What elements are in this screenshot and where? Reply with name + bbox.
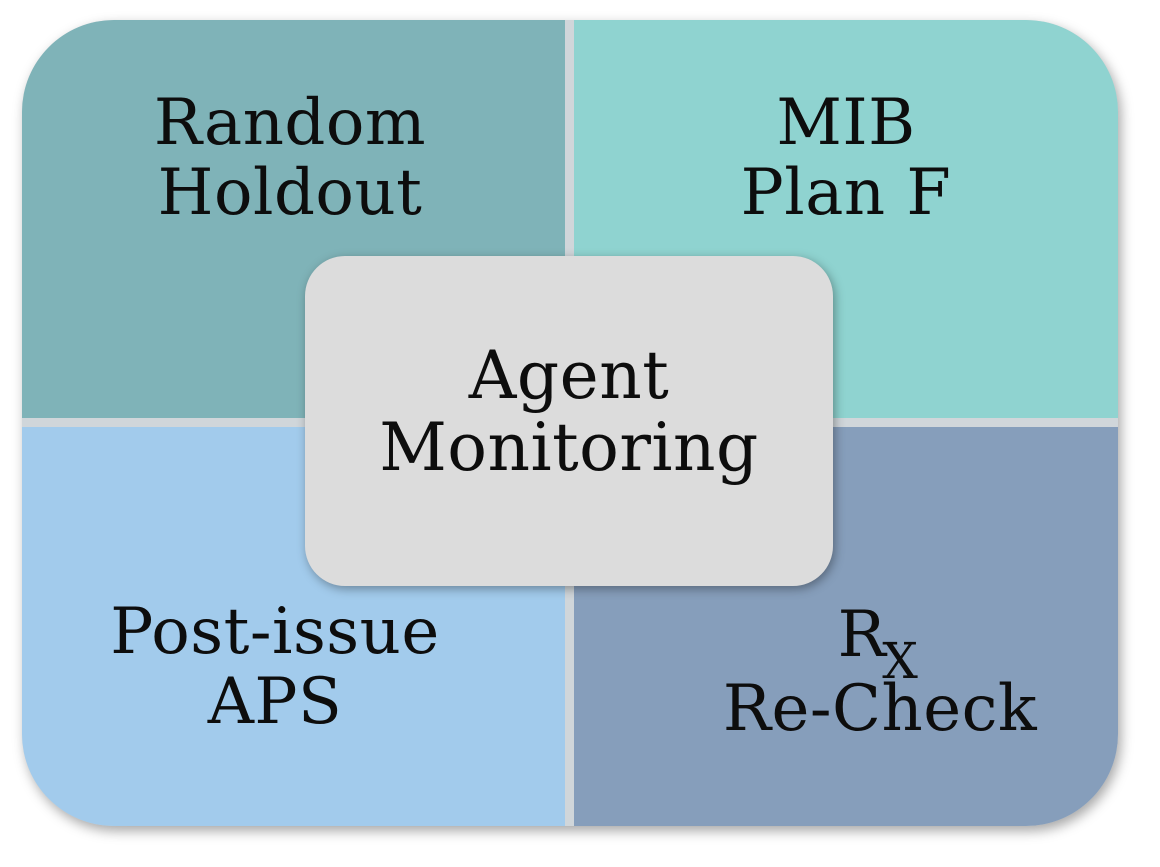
random-holdout-label: Random Holdout — [60, 88, 520, 228]
mib-plan-f-label: MIB Plan F — [596, 88, 1096, 228]
agent-monitoring-line1: Agent — [468, 337, 670, 414]
post-issue-aps-line1: Post-issue — [110, 595, 440, 669]
random-holdout-line2: Holdout — [157, 156, 423, 230]
post-issue-aps-line2: APS — [207, 665, 343, 739]
rx-symbol-r: R — [837, 598, 887, 672]
center-box — [305, 256, 833, 586]
agent-monitoring-label: Agent Monitoring — [305, 340, 833, 484]
post-issue-aps-label: Post-issue APS — [40, 597, 510, 737]
agent-monitoring-line2: Monitoring — [379, 409, 759, 486]
rx-recheck-label: RX Re-Check — [640, 600, 1120, 744]
rx-symbol-x: X — [882, 632, 919, 690]
random-holdout-line1: Random — [153, 86, 427, 160]
rx-recheck-line2: Re-Check — [722, 672, 1038, 746]
mib-plan-f-line2: Plan F — [740, 156, 952, 230]
mib-plan-f-line1: MIB — [776, 86, 916, 160]
rx-symbol: RX — [640, 598, 1120, 690]
